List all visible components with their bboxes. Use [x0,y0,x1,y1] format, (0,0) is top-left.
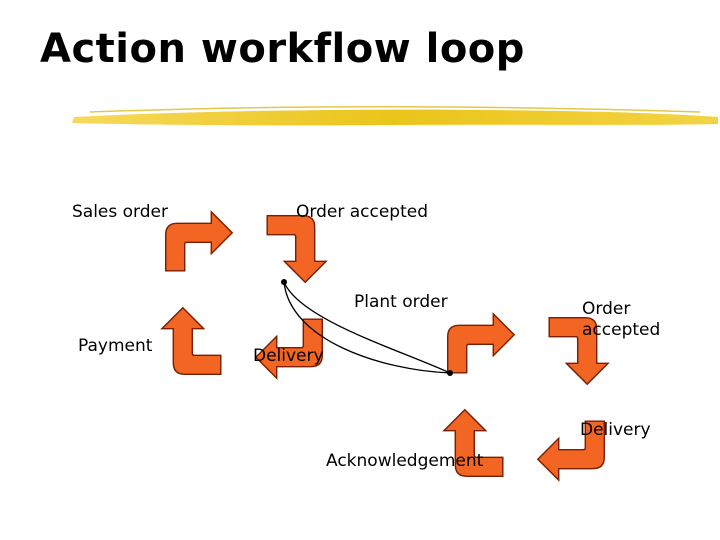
title-underline-streak [89,105,701,113]
label-order-accepted-2: Order accepted [582,299,661,340]
slide-title: Action workflow loop [40,26,525,72]
customer-loop [160,210,328,380]
supplier-loop-agreement-arrow [548,316,610,386]
label-delivery-2: Delivery [580,420,651,440]
customer-loop-performance-arrow [254,318,324,380]
connector-curves [283,281,451,374]
customer-loop-request-arrow [164,210,234,272]
supplier-loop-request-arrow [446,312,516,374]
label-acknowledgement: Acknowledgement [326,451,484,471]
connector-dot-start [281,279,287,285]
supplier-loop [442,312,610,482]
connector-curve-lower [283,281,451,374]
supplier-loop-performance-arrow [536,420,606,482]
label-payment: Payment [78,336,153,356]
label-order-accepted: Order accepted [296,202,428,222]
label-sales-order: Sales order [72,202,168,222]
connector-dot-end [447,370,453,376]
supplier-loop-acceptance-arrow [442,408,504,478]
label-delivery: Delivery [253,346,324,366]
label-plant-order: Plant order [354,292,448,312]
customer-loop-agreement-arrow [266,214,328,284]
title-underline [72,109,718,126]
customer-loop-acceptance-arrow [160,306,222,376]
connector-curve-upper [283,281,451,374]
